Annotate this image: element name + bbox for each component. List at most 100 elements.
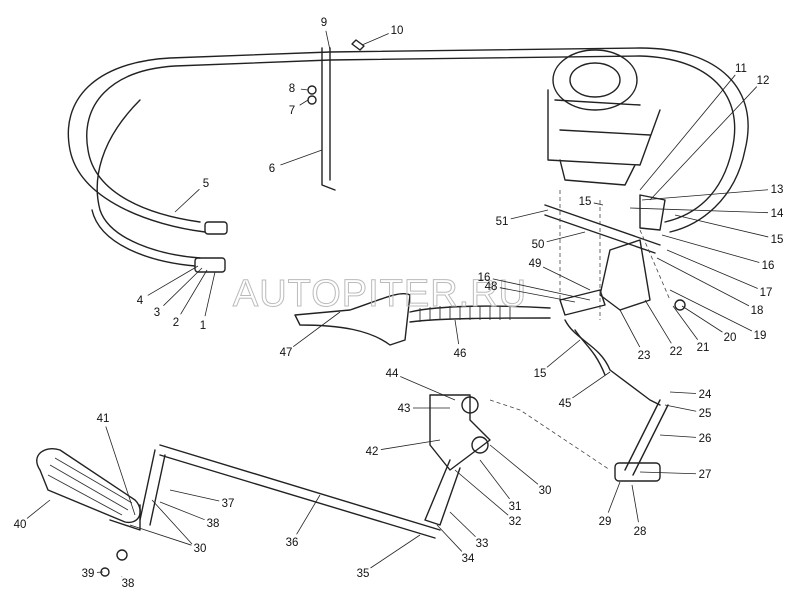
leader-line <box>672 305 699 340</box>
fuel-pipe-loop <box>67 47 749 267</box>
callout-label: 46 <box>454 348 467 360</box>
bracket-6 <box>307 39 365 191</box>
callout-label: 11 <box>735 63 747 75</box>
callout-label: 36 <box>286 537 299 549</box>
callout-label: 21 <box>697 342 710 354</box>
leader-line <box>169 489 220 502</box>
callout-label: 40 <box>14 519 27 531</box>
leader-line <box>644 299 672 344</box>
leader-line <box>129 524 192 546</box>
callout-label: 16 <box>478 272 491 284</box>
callout-label: 15 <box>771 234 784 246</box>
callout-label: 24 <box>699 389 712 401</box>
leader-line <box>105 426 136 516</box>
leader-line <box>674 214 769 238</box>
leader-line <box>593 202 604 206</box>
callout-label: 49 <box>529 258 542 270</box>
callout-label: 16 <box>762 260 775 272</box>
leader-line <box>572 371 611 399</box>
callout-label: 47 <box>280 347 293 359</box>
leader-line <box>151 499 193 545</box>
leader-line <box>631 484 639 523</box>
leader-line <box>607 481 621 513</box>
leader-line <box>669 391 697 394</box>
leader-line <box>436 524 463 552</box>
leader-line <box>619 309 641 348</box>
accelerator-pedal-40 <box>36 448 141 577</box>
leader-line <box>449 511 476 538</box>
leader-line <box>280 149 323 166</box>
callout-label: 38 <box>122 578 135 590</box>
leader-line <box>163 267 203 306</box>
callout-label: 29 <box>599 516 612 528</box>
leader-line <box>666 249 758 289</box>
callout-label: 17 <box>760 287 773 299</box>
vertical-rod-26 <box>614 399 669 482</box>
callout-label: 50 <box>532 239 545 251</box>
leader-line <box>204 271 216 317</box>
callout-label: 5 <box>203 178 209 190</box>
callout-label: 10 <box>391 25 404 37</box>
leader-line <box>489 444 539 485</box>
leader-line <box>400 376 456 401</box>
leader-line <box>664 404 697 412</box>
callout-label: 9 <box>321 17 327 29</box>
callout-label: 15 <box>579 196 592 208</box>
callout-label: 28 <box>634 526 647 538</box>
callout-label: 39 <box>82 568 95 580</box>
watermark: AUTOPITER.RU <box>233 273 527 315</box>
callout-label: 1 <box>200 320 206 332</box>
leader-line <box>454 469 509 516</box>
leader-line <box>479 459 510 500</box>
bracket-47 <box>294 293 411 346</box>
callout-label: 14 <box>771 208 784 220</box>
callout-label: 32 <box>509 516 522 528</box>
leader-line <box>641 189 769 201</box>
callout-label: 26 <box>699 433 712 445</box>
callout-label: 38 <box>207 518 220 530</box>
callout-label: 34 <box>462 553 475 565</box>
callout-label: 43 <box>398 403 411 415</box>
fittings-left <box>194 221 228 273</box>
callout-label: 37 <box>222 498 235 510</box>
throttle-linkage <box>544 194 686 406</box>
leader-line <box>546 339 581 368</box>
callout-label: 30 <box>194 543 207 555</box>
lever-42-bracket <box>424 394 491 526</box>
leader-line <box>370 534 421 569</box>
callout-label: 35 <box>357 568 370 580</box>
leader-line <box>510 209 549 220</box>
carburetor <box>547 49 661 186</box>
leader-line <box>669 289 753 332</box>
leader-line <box>174 188 200 213</box>
leader-line <box>299 99 309 106</box>
callout-label: 45 <box>559 398 572 410</box>
leader-line <box>542 266 591 291</box>
leader-line <box>147 265 199 296</box>
spring-46 <box>409 305 551 323</box>
callout-label: 25 <box>699 408 712 420</box>
leader-line <box>499 287 576 303</box>
callout-label: 33 <box>476 538 489 550</box>
leader-line <box>656 257 750 307</box>
leader-line <box>639 471 697 475</box>
callout-label: 31 <box>509 501 522 513</box>
callout-label: 44 <box>386 368 399 380</box>
callout-label: 4 <box>137 295 144 307</box>
leader-line <box>292 311 341 347</box>
leader-line <box>380 439 441 450</box>
callout-label: 13 <box>771 184 784 196</box>
leader-line <box>180 269 208 315</box>
leader-line <box>26 499 51 519</box>
callout-label: 42 <box>366 446 379 458</box>
callout-label: 2 <box>173 317 179 329</box>
callout-label: 41 <box>97 413 110 425</box>
callout-label: 23 <box>638 350 651 362</box>
leader-line <box>300 88 309 91</box>
callout-label: 8 <box>289 83 295 95</box>
callout-label: 15 <box>534 368 547 380</box>
callout-label: 12 <box>757 75 770 87</box>
leader-line <box>649 86 758 201</box>
callout-label: 6 <box>269 163 275 175</box>
